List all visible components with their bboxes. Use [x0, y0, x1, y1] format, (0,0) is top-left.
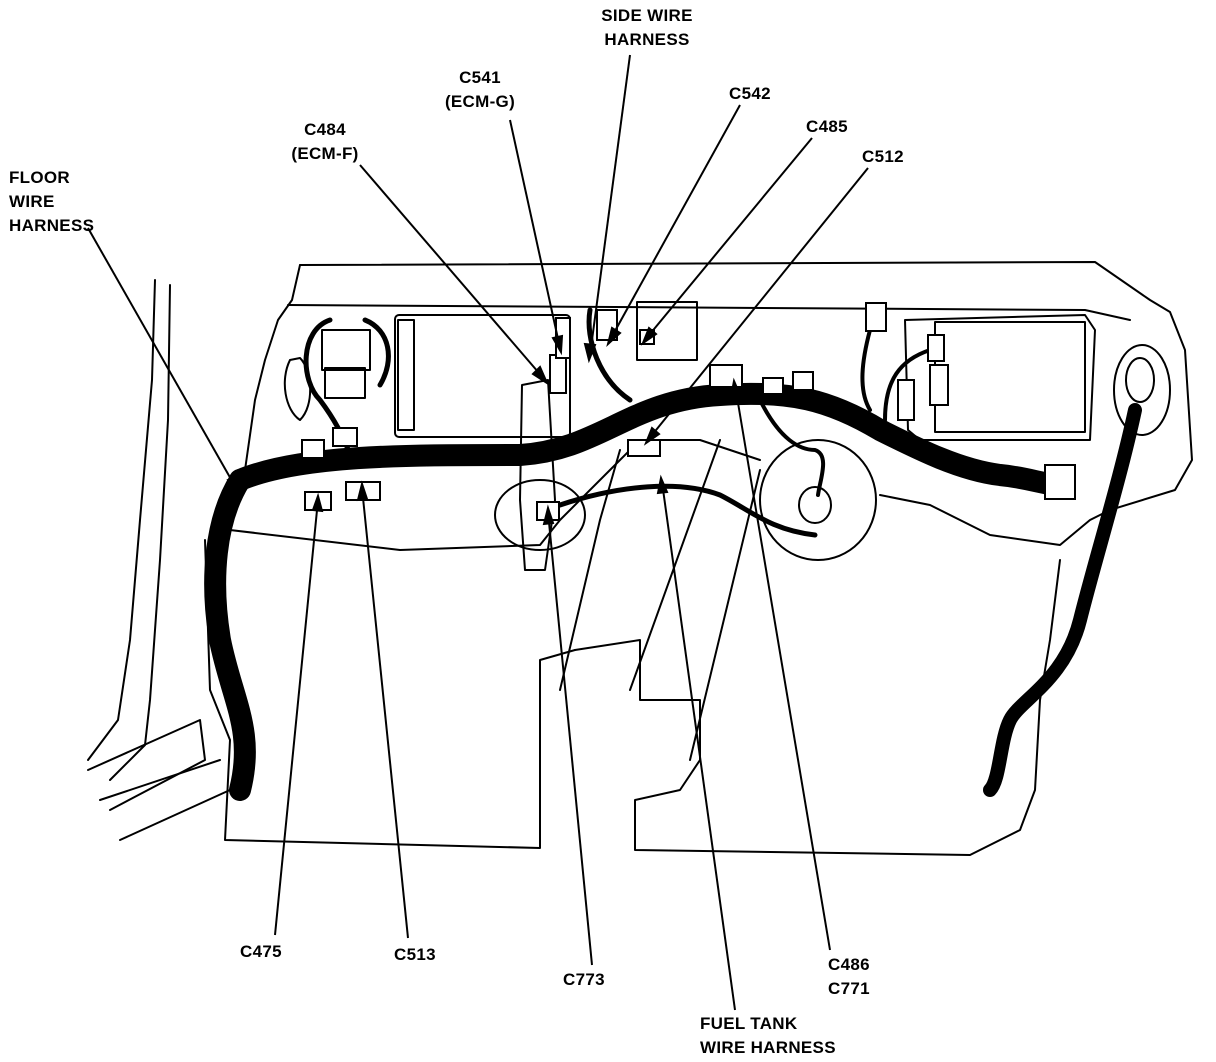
fuel-tank-wire-harness-label: FUEL TANK WIRE HARNESS — [700, 1012, 836, 1060]
rear-panel-outline — [299, 261, 1193, 546]
arrow-c486 — [729, 377, 742, 399]
floor-lower-edge — [204, 539, 576, 849]
rear-panel-inner-edge — [244, 264, 301, 471]
arrow-c513 — [356, 480, 369, 502]
leader-fuel-tank — [661, 481, 736, 1011]
connector-right-2 — [927, 334, 945, 362]
connector-left-2 — [332, 427, 358, 447]
c513-label: C513 — [394, 945, 436, 964]
side-wire-harness-label: SIDE WIRE HARNESS — [592, 4, 702, 52]
floor-wire-harness-line-3: HARNESS — [9, 216, 95, 235]
leader-side-harness — [589, 54, 631, 356]
connector-right-1 — [865, 302, 887, 332]
c484-line-1: C484 — [304, 120, 346, 139]
filler-ring — [494, 479, 586, 551]
arrow-floor-harness — [226, 474, 242, 499]
c485-label: C485 — [806, 117, 848, 136]
right-grommet — [1113, 344, 1171, 436]
leader-c484 — [359, 164, 546, 381]
c475-label: C475 — [240, 942, 282, 961]
arrow-side-harness — [583, 342, 597, 364]
bracket-vertical — [519, 379, 556, 571]
tank-step — [629, 439, 721, 691]
relay-box-2 — [324, 367, 366, 399]
connector-mid-1 — [762, 377, 784, 395]
leader-c773 — [547, 511, 593, 966]
side-harness-branch — [586, 307, 633, 403]
ecm-module-fins — [397, 319, 415, 431]
arrow-c485 — [640, 326, 658, 346]
sill-line-2 — [99, 759, 221, 801]
right-branch-1 — [860, 328, 872, 412]
floor-harness-left-drop — [204, 469, 256, 801]
control-unit-right — [904, 314, 1096, 441]
relay-wires-2 — [362, 317, 391, 388]
right-harness-drop — [983, 403, 1142, 797]
leader-c542 — [609, 104, 741, 341]
floor-wire-harness-line-1: FLOOR — [9, 168, 70, 187]
arrow-c475 — [311, 492, 324, 513]
c512-label: C512 — [862, 147, 904, 166]
c542-label: C542 — [729, 84, 771, 103]
sill-line-3 — [119, 789, 231, 841]
connector-mid-2 — [792, 371, 814, 391]
arrow-c773 — [542, 504, 555, 526]
fuel-tank-harness — [557, 483, 818, 538]
arrow-c542 — [606, 326, 622, 347]
right-branch-2 — [883, 348, 932, 422]
fuel-pump-cap — [798, 486, 832, 524]
c486-line: C486 — [828, 955, 870, 974]
connector-c484 — [549, 354, 567, 394]
c484-line-2: (ECM-F) — [291, 144, 359, 163]
arrow-c484 — [531, 365, 550, 386]
c771-line: C771 — [828, 979, 870, 998]
leader-c512 — [647, 167, 869, 441]
c486-c771-label: C486 C771 — [828, 953, 870, 1001]
connector-c512 — [709, 364, 743, 388]
left-pillar-inner — [109, 284, 171, 781]
floor-wire-harness-label: FLOOR WIRE HARNESS — [9, 166, 94, 238]
c773-label: C773 — [563, 970, 605, 989]
arrow-c512 — [643, 426, 661, 446]
leader-floor-harness — [87, 227, 241, 496]
fuel-tank-outline — [574, 559, 1061, 856]
connector-right-5 — [1044, 464, 1076, 500]
leader-c485 — [644, 137, 813, 341]
connector-left-1 — [301, 439, 325, 459]
shelf-edge — [287, 304, 1131, 321]
ecm-module-left — [394, 314, 571, 438]
connector-c486 — [627, 439, 661, 457]
side-wire-harness-line-2: HARNESS — [604, 30, 690, 49]
fuel-tank-line-1: FUEL TANK — [700, 1014, 798, 1033]
leader-c486 — [734, 384, 831, 951]
arrow-c541 — [551, 334, 564, 356]
fuel-tank-line-2: WIRE HARNESS — [700, 1038, 836, 1057]
floor-wire-harness-line-2: WIRE — [9, 192, 55, 211]
side-wire-harness-line-1: SIDE WIRE — [601, 6, 693, 25]
right-branch-3 — [758, 398, 826, 497]
sill-line-1 — [87, 719, 206, 811]
connector-right-3 — [929, 364, 949, 406]
leader-c475 — [274, 499, 319, 936]
tank-step-2 — [689, 469, 761, 761]
tunnel-edge — [559, 449, 621, 691]
c541-label: C541 (ECM-G) — [434, 66, 526, 114]
control-unit-window — [934, 321, 1086, 433]
relay-box — [321, 329, 371, 371]
arrow-fuel-tank — [656, 474, 669, 495]
left-pillar-outer — [87, 279, 156, 761]
fuel-pump-cover — [759, 439, 877, 561]
connector-right-4 — [897, 379, 915, 421]
leader-c513 — [361, 487, 409, 939]
c541-line-1: C541 — [459, 68, 501, 87]
c484-label: C484 (ECM-F) — [284, 118, 366, 166]
c541-line-2: (ECM-G) — [444, 92, 516, 111]
center-box — [636, 301, 698, 361]
right-grommet-inner — [1125, 357, 1155, 403]
leader-c541 — [509, 119, 561, 349]
floor-harness-bundle — [229, 382, 1071, 496]
